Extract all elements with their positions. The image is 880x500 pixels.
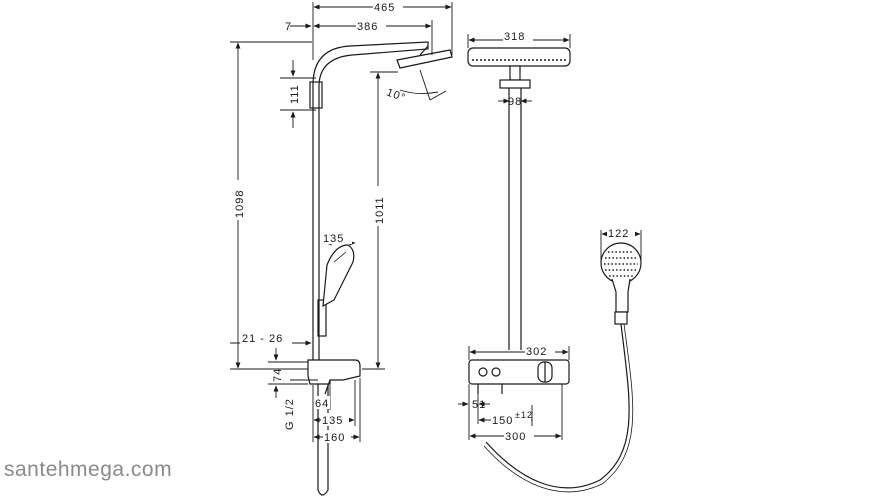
dim-total-height: 1098: [234, 190, 246, 218]
hose-front: [485, 323, 630, 489]
dim-body-depth: 135: [322, 415, 343, 427]
dim-thermostat-total: 300: [505, 431, 526, 443]
dim-arm-length: 386: [357, 21, 378, 33]
thermostat-front: [468, 359, 570, 385]
dim-overhead-width: 318: [504, 31, 525, 43]
riser-pipe-side: [312, 85, 320, 365]
hand-shower-head: [600, 242, 642, 284]
overhead-shower-side: [396, 45, 453, 69]
thermostat-buttons: [478, 361, 553, 383]
thermostat-body-side: [307, 359, 361, 385]
hand-shower-detail: [483, 242, 642, 493]
dim-connection-tolerance: ±12: [515, 410, 533, 420]
dimension-labels: 465 7 386 111 10° 1098 1011 135 21 - 26 …: [233, 0, 635, 444]
hose-side: [317, 384, 329, 496]
dim-thread: G 1/2: [284, 398, 296, 430]
dim-pipe-width: 98: [508, 96, 522, 108]
dim-total-width: 465: [374, 2, 395, 14]
watermark: santehmega.com: [4, 458, 173, 481]
dim-wall-gap: 21 - 26: [242, 333, 283, 345]
dim-arm-drop: 111: [289, 84, 301, 104]
wall-bracket-side: [309, 81, 323, 109]
dim-connection-height: 74: [272, 368, 284, 382]
dim-connection-spacing: 150: [492, 415, 513, 427]
riser-pipe-front: [508, 88, 522, 350]
dim-handshower-head-width: 122: [608, 228, 629, 240]
dim-head-tilt: 10°: [385, 87, 408, 105]
slider-side: [317, 299, 327, 337]
dim-wall-offset: 7: [285, 21, 292, 33]
dim-head-height: 1011: [374, 196, 386, 224]
dim-thermostat-width: 302: [526, 346, 547, 358]
shower-arm-side: [312, 41, 429, 86]
hand-shower-side: [322, 244, 355, 308]
overhead-shower-front: [467, 47, 571, 67]
dim-body-depth-small: 64: [315, 398, 329, 410]
hand-shower-handle: [611, 278, 631, 313]
dim-thermostat-side: 51: [472, 399, 486, 411]
front-view: [467, 47, 571, 394]
dim-body-depth-total: 160: [324, 432, 345, 444]
side-view: [307, 41, 453, 496]
dim-handshower-width: 135: [323, 233, 344, 245]
